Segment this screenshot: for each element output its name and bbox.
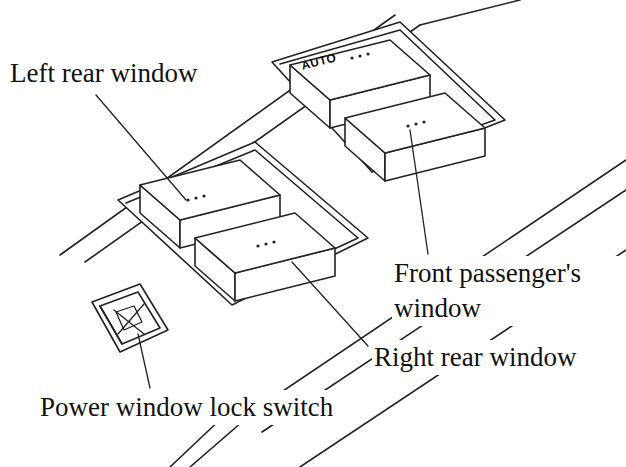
leader-line bbox=[96, 95, 186, 200]
leader-line bbox=[410, 130, 428, 254]
rear-switch-well bbox=[118, 142, 368, 305]
panel-edge bbox=[420, 0, 520, 25]
part-label: Power window lock switch bbox=[38, 390, 335, 425]
part-label: Left rear window bbox=[8, 56, 199, 91]
break-mark bbox=[190, 422, 242, 467]
power-window-lock-switch bbox=[92, 284, 168, 352]
panel-edge bbox=[300, 250, 626, 467]
right-rear-switch bbox=[195, 213, 335, 301]
part-label: Front passenger's window bbox=[392, 256, 622, 326]
leader-line bbox=[292, 262, 368, 346]
leader-line bbox=[138, 334, 150, 388]
part-label: Right rear window bbox=[372, 340, 578, 375]
